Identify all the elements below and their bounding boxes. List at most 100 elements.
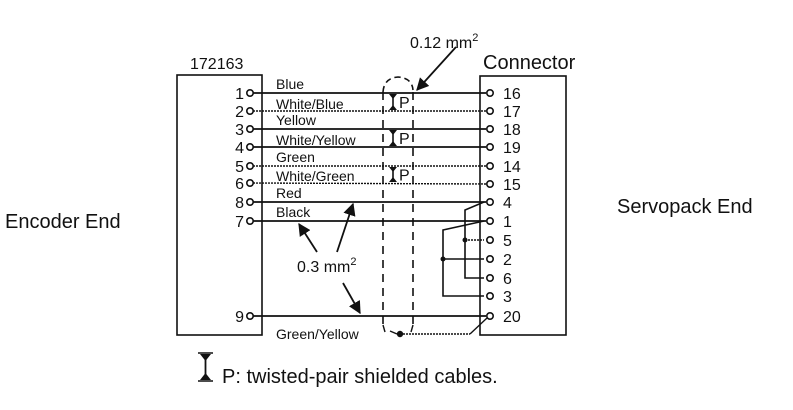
junction-dot-2 [440, 256, 446, 262]
right-pin-circle [485, 255, 494, 264]
twisted-pair-markers: P P P [389, 94, 410, 185]
right-pin-circle [485, 89, 494, 98]
right-pin-number: 20 [503, 309, 521, 326]
right-pin-circle [485, 125, 494, 134]
right-pin-circle [485, 162, 494, 171]
right-pin-circle [485, 107, 494, 116]
wire-color-label: White/Green [276, 168, 355, 184]
right-connector-box [479, 75, 567, 336]
jumper-1-3 [442, 220, 485, 297]
left-pin-circle [246, 198, 255, 207]
wire-8-4: 8 4 Red [235, 185, 512, 212]
right-pin-number: 1 [503, 214, 512, 231]
wire-9-20: 9 20 [235, 309, 521, 326]
arrow-red [336, 202, 356, 253]
twisted-pair-legend-icon [198, 352, 213, 382]
wire-color-label: White/Blue [276, 96, 344, 112]
left-pin-number: 9 [235, 309, 244, 326]
right-pin-number: 19 [503, 140, 521, 157]
right-pin-number: 18 [503, 122, 521, 139]
right-pin-number: 5 [503, 233, 512, 250]
twisted-pair-marker: P [389, 167, 410, 185]
right-pin-number: 4 [503, 195, 512, 212]
left-pin-circle [246, 143, 255, 152]
left-pin-number: 5 [235, 159, 244, 176]
arrow-black [298, 222, 318, 253]
twisted-pair-label: P [399, 95, 410, 112]
left-pin-number: 3 [235, 122, 244, 139]
right-pin-number: 6 [503, 271, 512, 288]
left-pin-circle [246, 107, 255, 116]
wire-5-14: 5 14 Green [235, 149, 521, 176]
jumper-wires [442, 201, 485, 297]
left-pin-circle [246, 89, 255, 98]
wire-1-16: 1 16 Blue [235, 76, 521, 103]
gauge-small-label: 0.12 mm2 [410, 32, 478, 52]
right-extra-pin-2: 2 [485, 252, 512, 269]
svg-text:0.3 mm2: 0.3 mm2 [297, 256, 356, 276]
right-pin-number: 15 [503, 177, 521, 194]
right-pin-number: 16 [503, 86, 521, 103]
left-pin-circle [246, 217, 255, 226]
right-connector-label: Connector [483, 52, 576, 74]
right-pin-circle [485, 273, 494, 282]
legend: P: twisted-pair shielded cables. [198, 352, 498, 388]
shield-drain-wire [389, 317, 488, 338]
right-pin-number: 2 [503, 252, 512, 269]
right-pins: 5 2 63 [485, 233, 512, 306]
left-pin-circle [246, 162, 255, 171]
servopack-end-label: Servopack End [617, 196, 753, 218]
right-extra-pin-3: 3 [485, 289, 512, 306]
left-pin-circle [246, 125, 255, 134]
shield-top-arc [382, 76, 414, 93]
right-extra-pin-5: 5 [485, 233, 512, 250]
wire-color-label: White/Yellow [276, 132, 357, 148]
left-connector-label: 172163 [190, 56, 243, 73]
wire-color-label: Yellow [276, 112, 317, 128]
right-pin-circle [485, 198, 494, 207]
right-pin-number: 3 [503, 289, 512, 306]
gauge-arrows [298, 46, 457, 315]
wire-color-label: Blue [276, 76, 304, 92]
left-pin-number: 6 [235, 176, 244, 193]
left-pin-number: 7 [235, 214, 244, 231]
left-pin-number: 4 [235, 140, 244, 157]
svg-text:0.12 mm2: 0.12 mm2 [410, 32, 478, 52]
right-pin-circle [485, 217, 494, 226]
wire-7-1: 7 1 Black [235, 204, 512, 231]
gauge-large-label: 0.3 mm2 [297, 256, 356, 276]
wire-color-label: Green [276, 149, 315, 165]
wire-2-17: 2 17 White/Blue [235, 96, 521, 121]
wire-4-19: 4 19 White/Yellow [235, 132, 521, 157]
twisted-pair-label: P [399, 131, 410, 148]
shield-drain-dot [396, 330, 404, 338]
twisted-pair-label: P [399, 168, 410, 185]
right-pin-number: 17 [503, 104, 521, 121]
right-pin-circle [485, 236, 494, 245]
shield-color-label: Green/Yellow [276, 326, 360, 342]
left-pin-number: 2 [235, 104, 244, 121]
right-pin-number: 14 [503, 159, 521, 176]
wire-color-label: Black [276, 204, 311, 220]
left-pin-number: 8 [235, 195, 244, 212]
right-pin-circle [485, 143, 494, 152]
legend-text: P: twisted-pair shielded cables. [222, 366, 498, 388]
junction-dot-5 [462, 237, 468, 243]
wire-color-label: Red [276, 185, 302, 201]
right-pin-circle [485, 311, 494, 320]
left-pin-number: 1 [235, 86, 244, 103]
encoder-end-label: Encoder End [5, 211, 121, 233]
left-pin-circle [246, 179, 255, 188]
arrow-small-gauge [416, 46, 457, 91]
right-extra-pin-6: 6 [485, 271, 512, 288]
right-pin-circle [485, 291, 494, 300]
wire-3-18: 3 18 Yellow [235, 112, 521, 139]
twisted-pair-marker: P [389, 94, 410, 112]
wire-6-15: 6 15 White/Green [235, 168, 521, 194]
twisted-pair-marker: P [389, 130, 410, 148]
left-connector-box [176, 74, 263, 336]
right-pin-circle [485, 180, 494, 189]
arrow-pin9 [342, 282, 361, 315]
